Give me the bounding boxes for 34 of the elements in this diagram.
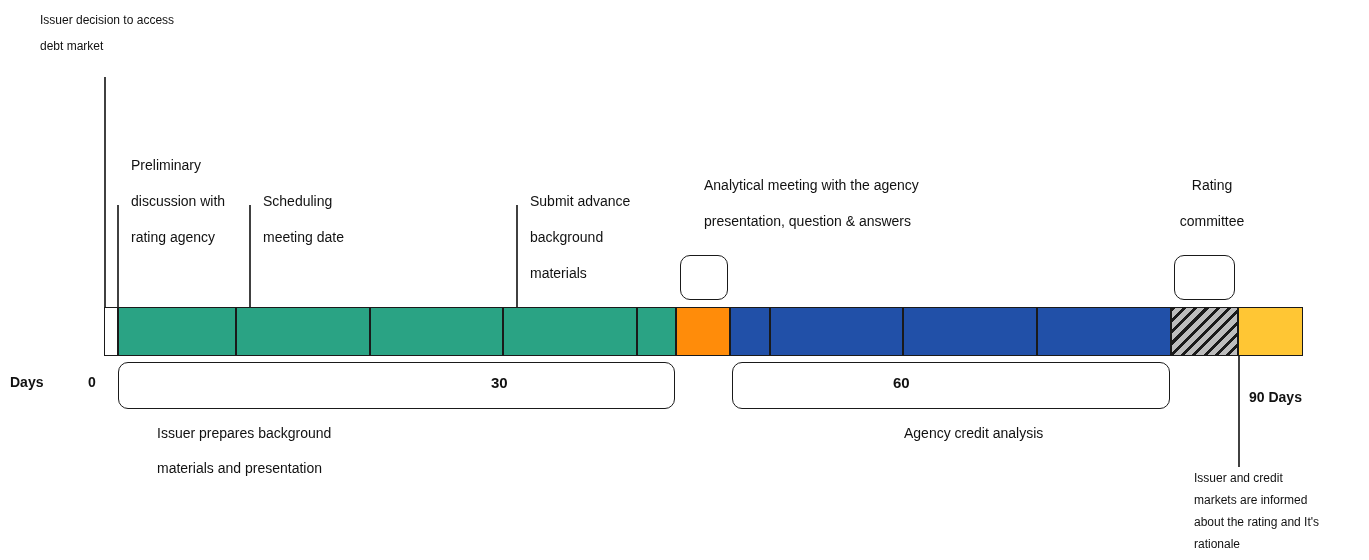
timeline-segment [770,307,903,356]
timeline-segment [730,307,770,356]
leader-line [104,76,106,308]
step-label: Rating committee [1178,176,1246,231]
callout-text: Scheduling meeting date [250,183,345,255]
day-marker: 30 [491,374,508,391]
step-label: Analytical meeting with the agency presentation, question & answers [704,176,920,231]
phase-label: Issuer prepares background materials and presentation [157,424,333,478]
end-label: 90 Days [1249,388,1302,407]
leader-line [117,204,119,308]
timeline-segment [104,307,118,356]
leader-line [516,204,518,308]
milestone-box [1174,255,1235,300]
tick-label: 0 [88,373,96,392]
timeline-segment [236,307,370,356]
callout-text: Issuer decision to access debt market [40,7,200,59]
leader-line [1238,355,1240,468]
callout-text: Preliminary discussion with rating agency [118,147,228,255]
timeline-segment [903,307,1037,356]
callout-text: Submit advance background materials [517,183,642,291]
phase-label: Agency credit analysis [904,424,1045,443]
timeline-segment [370,307,503,356]
timeline-segment [676,307,730,356]
timeline-segment [1238,307,1303,356]
timeline-segment [118,307,236,356]
timeline-segment [637,307,676,356]
leader-line [249,204,251,308]
day-marker: 60 [893,374,910,391]
milestone-box [680,255,728,300]
axis-label: Days [10,373,44,392]
timeline-segment [1037,307,1171,356]
timeline-segment [503,307,637,356]
timeline-segment [1171,307,1238,356]
callout-text: Issuer and credit markets are informed about the rating and It's rationale [1194,467,1324,555]
